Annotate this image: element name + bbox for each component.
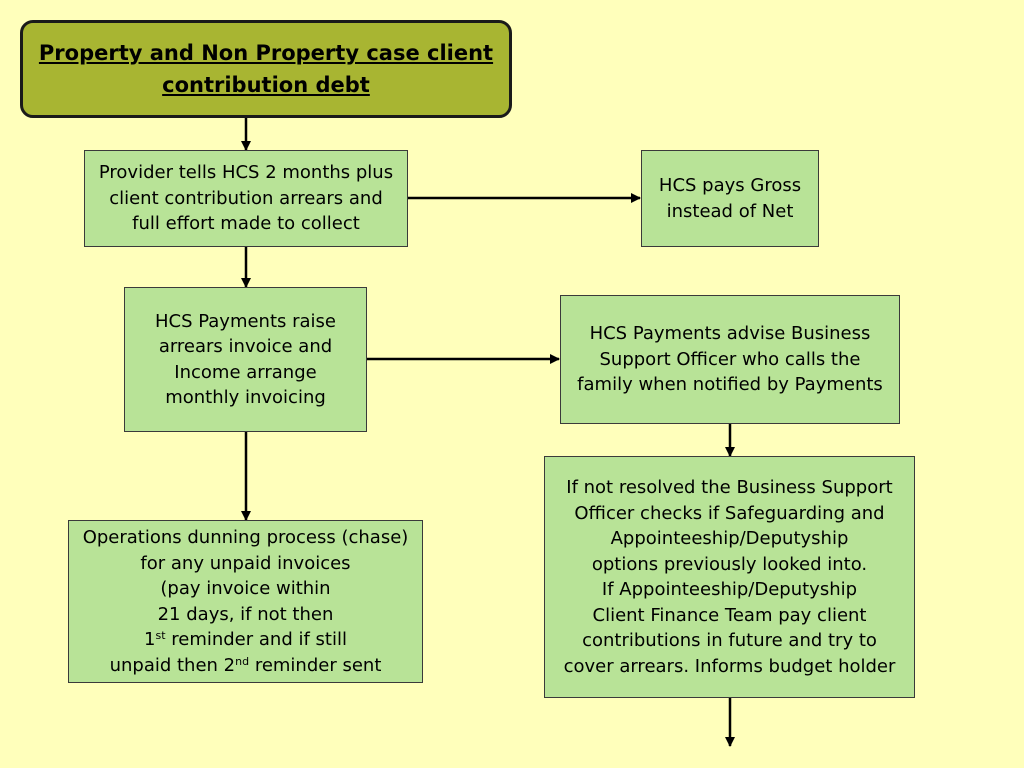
box-line: family when notified by Payments — [577, 374, 883, 396]
box-line: unpaid then 2nd reminder sent — [83, 653, 409, 679]
title-line: Property and Non Property case client — [38, 41, 494, 65]
ordinal-suffix: st — [155, 629, 166, 642]
provider-notifies-box: Provider tells HCS 2 months plus client … — [84, 150, 408, 247]
box-line: Income arrange — [174, 361, 317, 383]
box-line: 21 days, if not then — [157, 603, 334, 625]
box-line: HCS Payments raise — [154, 310, 337, 332]
box-line: Operations dunning process (chase) — [82, 527, 409, 548]
box-line: Appointeeship/Deputyship — [610, 528, 849, 549]
advise-officer-box: HCS Payments advise Business Support Off… — [560, 295, 900, 424]
flow-title: Property and Non Property case client co… — [20, 20, 512, 118]
box-line: options previously looked into. — [591, 553, 868, 575]
box-line: (pay invoice within — [160, 578, 331, 599]
box-line: client contribution arrears and — [109, 187, 383, 209]
dunning-process-box: Operations dunning process (chase) for a… — [68, 520, 423, 683]
box-line: contributions in future and try to — [582, 630, 877, 651]
box-line: Officer checks if Safeguarding and — [574, 502, 885, 524]
title-line: contribution debt — [162, 73, 370, 97]
box-line: 1st reminder and if still — [83, 627, 409, 653]
box-line: Provider tells HCS 2 months plus — [98, 162, 394, 184]
gross-payment-box: HCS pays Gross instead of Net — [641, 150, 819, 247]
box-line: HCS pays Gross — [658, 175, 802, 196]
arrears-invoice-box: HCS Payments raise arrears invoice and I… — [124, 287, 367, 432]
box-line: Client Finance Team pay client — [592, 604, 867, 626]
resolution-box: If not resolved the Business Support Off… — [544, 456, 915, 698]
box-line: If Appointeeship/Deputyship — [601, 579, 858, 600]
ordinal-suffix: nd — [235, 654, 250, 668]
box-line: If not resolved the Business Support — [566, 477, 893, 498]
box-line: arrears invoice and — [158, 336, 333, 357]
box-line: monthly invoicing — [165, 387, 326, 408]
box-line: HCS Payments advise Business — [589, 323, 871, 345]
box-line: full effort made to collect — [132, 213, 360, 235]
line-text: reminder sent — [249, 654, 382, 676]
box-line: cover arrears. Informs budget holder — [563, 655, 896, 677]
line-text: unpaid then 2 — [109, 654, 236, 676]
line-text: reminder and if still — [165, 629, 347, 650]
box-line: Support Officer who calls the — [599, 348, 861, 370]
ordinal-number: 1 — [144, 629, 156, 650]
box-line: for any unpaid invoices — [140, 552, 351, 574]
box-line: instead of Net — [666, 200, 794, 222]
